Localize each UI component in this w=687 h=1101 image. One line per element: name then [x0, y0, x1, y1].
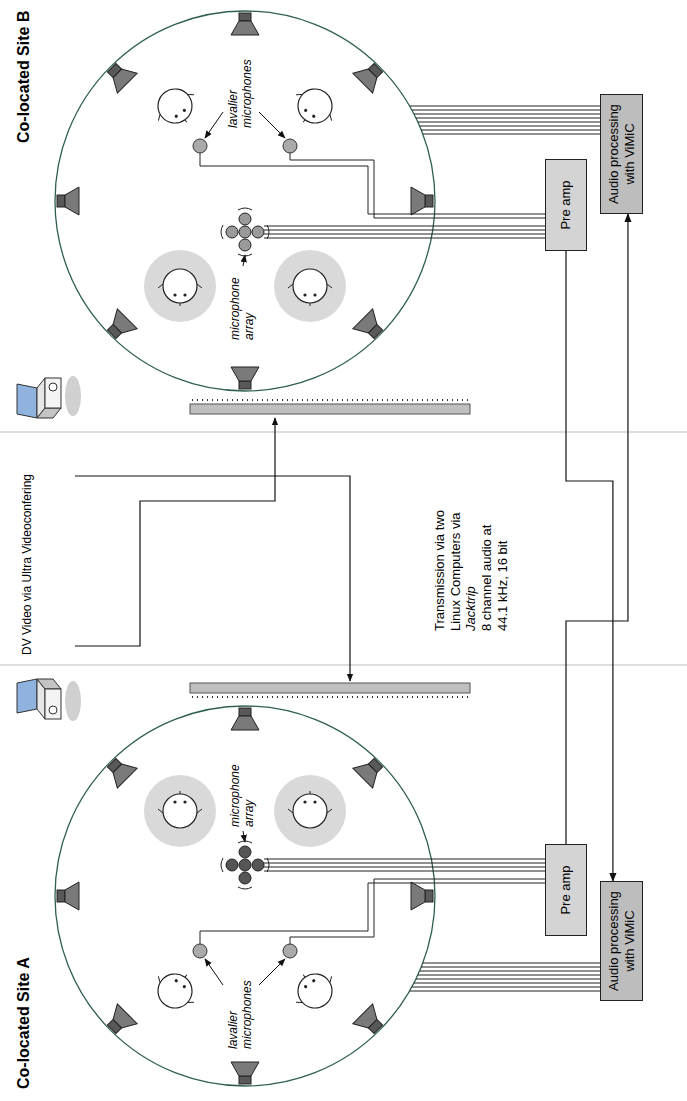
svg-use — [288, 791, 332, 828]
box-text: Pre amp — [558, 166, 574, 244]
box-text: Audio processing with ViMiC — [606, 888, 637, 994]
svg-use — [102, 1004, 137, 1039]
sweet-spot — [144, 775, 216, 847]
svg-path — [205, 959, 223, 985]
svg-use — [17, 679, 81, 721]
part-label: microphone array — [228, 270, 257, 340]
sweet-spot — [274, 775, 346, 847]
preamp-box: Pre amp — [545, 159, 587, 251]
speaker-wires — [410, 963, 600, 991]
site-a — [17, 679, 600, 1086]
processing-box: Audio processing with ViMiC — [600, 94, 643, 214]
leader-arrows — [205, 831, 285, 985]
link-note: DV Video via Ultra Videoconfering — [20, 474, 34, 655]
svg-use — [57, 882, 79, 910]
svg-use — [231, 1062, 259, 1084]
svg-use — [353, 753, 388, 788]
mic-wires — [200, 859, 545, 944]
svg-use — [158, 791, 202, 828]
link-note: Jacktrip — [463, 586, 479, 631]
svg-use — [102, 753, 137, 788]
svg-use — [411, 882, 433, 910]
svg-use — [147, 962, 204, 1018]
lavalier-mic — [193, 944, 207, 958]
part-label: microphone array — [228, 757, 257, 827]
svg-path — [259, 959, 285, 985]
svg-path — [75, 476, 350, 681]
separator-line — [0, 432, 687, 433]
svg-path — [410, 963, 600, 991]
box-text: Pre amp — [558, 851, 574, 929]
svg-path — [290, 879, 545, 944]
projection-screen — [190, 683, 470, 693]
part-label: lavalier microphones — [226, 48, 255, 128]
svg-path — [243, 831, 245, 842]
lavalier-mic — [283, 944, 297, 958]
separator-line — [0, 665, 687, 666]
site-b — [17, 11, 600, 418]
svg-use — [285, 962, 342, 1018]
link-note: Transmission via two Linux Computers via — [432, 491, 463, 631]
screen-ticks — [192, 693, 468, 698]
audio-link — [566, 214, 628, 844]
svg-path — [75, 418, 275, 646]
site-title: Co-located Site B — [14, 11, 33, 143]
room-circle — [55, 706, 435, 1086]
audio-link — [566, 251, 613, 881]
svg-use — [353, 1004, 388, 1039]
svg-use — [231, 708, 259, 730]
svg-use — [221, 841, 269, 889]
site-drawing — [17, 679, 600, 1086]
svg-path — [264, 859, 545, 871]
box-text: Audio processing with ViMiC — [606, 101, 637, 207]
processing-box: Audio processing with ViMiC — [600, 881, 643, 1001]
preamp-box: Pre amp — [545, 844, 587, 936]
video-lines — [75, 418, 350, 681]
site-title: Co-located Site A — [14, 957, 33, 1089]
link-note: 8 channel audio at 44.1 kHz, 16 bit — [479, 506, 510, 631]
part-label: lavalier microphones — [226, 969, 255, 1049]
svg-path — [200, 883, 545, 944]
